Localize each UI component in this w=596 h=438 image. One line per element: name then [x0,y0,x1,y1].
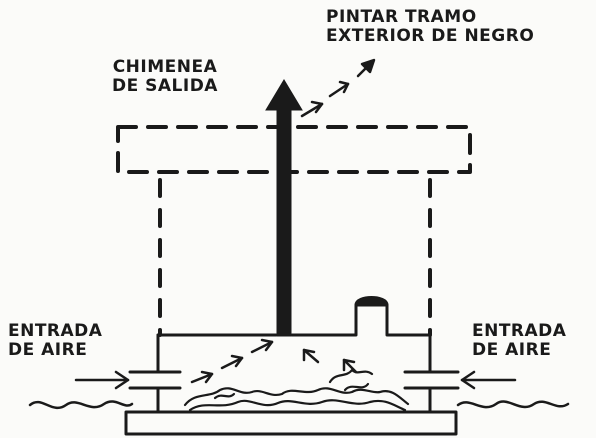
air-in-arrow-right [460,370,517,390]
wavy-line-right [456,400,570,409]
dashed-side-walls [158,178,432,337]
wavy-line-left [28,400,134,410]
paint-exterior-label: PINTAR TRAMO EXTERIOR DE NEGRO [326,7,535,46]
stack-cap [354,296,389,307]
hot-air-arrows-inside [190,338,358,384]
chimney-pipe [265,79,303,337]
air-inlet-left-label: ENTRADA DE AIRE [8,321,103,360]
dashed-upper-box [116,125,472,174]
air-inlet-left-slot [128,370,182,390]
exhaust-arrows [300,58,376,118]
air-inlet-right-slot [403,370,460,390]
fuel-pile [183,368,410,412]
air-inlet-right-label: ENTRADA DE AIRE [472,321,567,360]
exit-chimney-label: CHIMENEA DE SALIDA [112,57,218,96]
stove-base [124,410,458,436]
air-in-arrow-left [74,370,130,390]
